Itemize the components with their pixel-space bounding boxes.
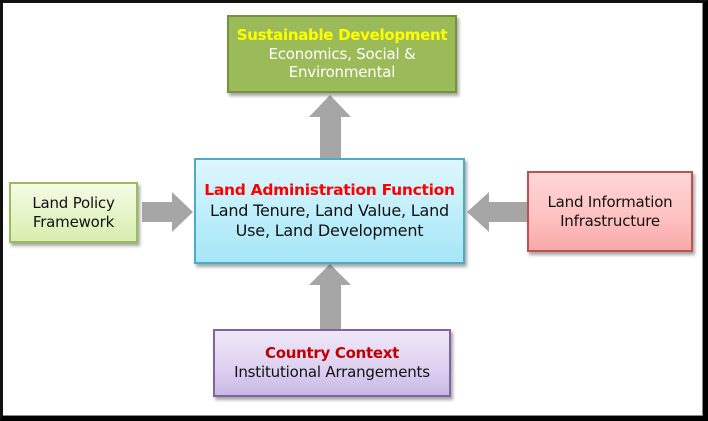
arrow-center-to-top bbox=[309, 95, 351, 158]
land-policy-framework-box: Land Policy Framework bbox=[9, 182, 138, 243]
land-administration-function-title: Land Administration Function bbox=[204, 181, 455, 200]
sustainable-development-line-1: Economics, Social & bbox=[268, 44, 416, 63]
country-context-box: Country Context Institutional Arrangemen… bbox=[213, 329, 451, 397]
country-context-title: Country Context bbox=[265, 344, 399, 363]
arrow-bottom-to-center bbox=[309, 264, 351, 329]
land-information-infrastructure-box: Land Information Infrastructure bbox=[527, 171, 693, 252]
arrow-right-to-center bbox=[467, 192, 527, 232]
sustainable-development-box: Sustainable Development Economics, Socia… bbox=[227, 15, 457, 93]
sustainable-development-title: Sustainable Development bbox=[236, 25, 448, 44]
land-administration-function-box: Land Administration Function Land Tenure… bbox=[194, 158, 465, 264]
country-context-line-1: Institutional Arrangements bbox=[234, 363, 430, 381]
land-information-infrastructure-line-1: Land Information bbox=[547, 192, 673, 211]
land-information-infrastructure-line-2: Infrastructure bbox=[560, 211, 660, 230]
land-policy-framework-line-1: Land Policy bbox=[32, 193, 115, 212]
sustainable-development-line-2: Environmental bbox=[288, 63, 396, 82]
arrow-left-to-center bbox=[142, 192, 193, 232]
land-administration-function-line-1: Land Tenure, Land Value, Land bbox=[210, 200, 449, 220]
land-administration-function-line-2: Use, Land Development bbox=[235, 220, 424, 240]
land-policy-framework-line-2: Framework bbox=[32, 212, 115, 231]
